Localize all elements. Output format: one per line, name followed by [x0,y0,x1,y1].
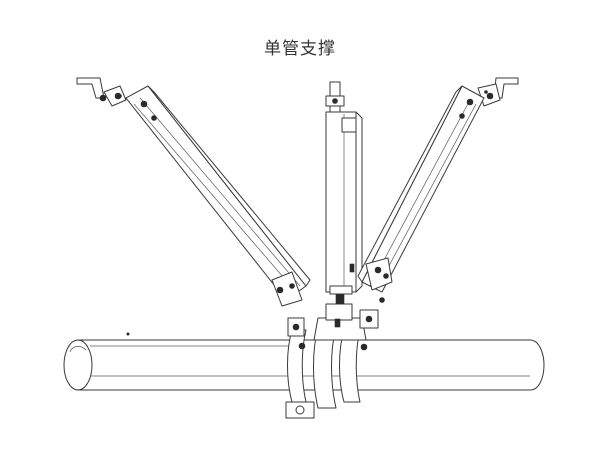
fasteners [118,90,488,336]
pipe [63,339,545,391]
left-brace [76,77,311,307]
diagram-title: 单管支撑 [264,39,336,59]
right-brace [357,77,519,293]
pipe-clamp [285,303,379,419]
vertical-support [325,81,363,305]
